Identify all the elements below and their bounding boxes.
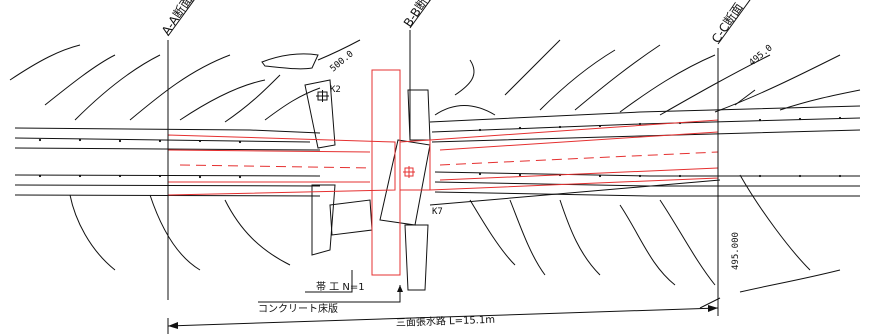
leader-arrow — [397, 285, 403, 292]
lower-contours — [69, 174, 841, 293]
section-underline-b — [409, 0, 431, 29]
contour-label-495-vertical: 495.000 — [731, 232, 741, 270]
note-slab: コンクリート床版 — [258, 302, 338, 315]
marker-k2: K2 — [316, 85, 341, 102]
dimension-arrow-left — [168, 322, 178, 329]
section-label-c: C-C断面 — [708, 0, 746, 46]
note-channel: 三面張水路 L=15.1m — [396, 313, 496, 329]
section-lines — [167, 30, 719, 300]
svg-text:K2: K2 — [330, 85, 341, 95]
road-ticks — [38, 116, 842, 179]
section-label-b: B-B断面 — [400, 0, 437, 30]
marker-k7: K7 — [432, 207, 443, 217]
upper-contours — [9, 39, 861, 123]
note-obi: 帯 工 N=1 — [316, 280, 365, 293]
dimension-arrow-right — [708, 305, 718, 312]
structure-blocks — [304, 79, 431, 291]
section-underline-c — [717, 0, 751, 45]
contour-label-500: 500.0 — [329, 49, 356, 74]
contour-label-495: 495.0 — [748, 43, 775, 68]
section-underline-a — [167, 0, 195, 37]
